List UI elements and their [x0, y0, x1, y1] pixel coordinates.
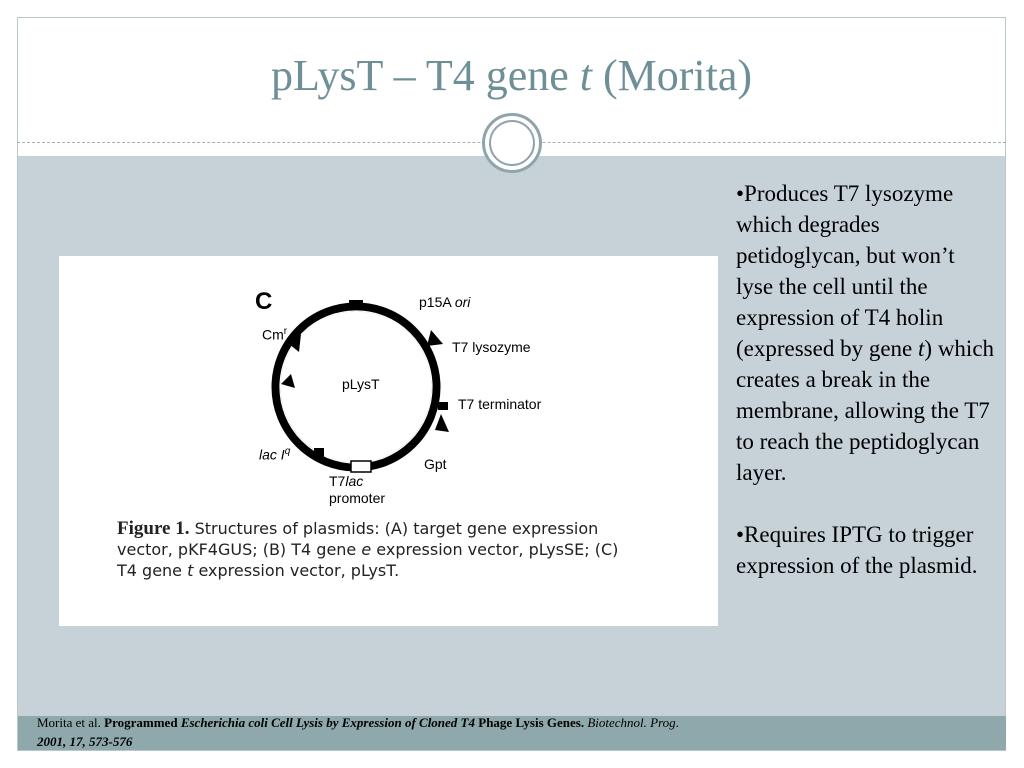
label-cmr: Cmr [262, 326, 288, 343]
plasmid-map [271, 300, 449, 473]
bullet-list: •Produces T7 lysozyme which degrades pet… [736, 178, 996, 612]
label-t7-terminator: T7 terminator [458, 396, 542, 412]
label-p15a-ori: p15A ori [419, 294, 471, 310]
footer-band [18, 716, 1006, 750]
cmr-arrow [289, 334, 301, 352]
label-lac: lac Iq [259, 446, 291, 463]
p15a-ori-marker [349, 300, 363, 310]
lac-marker [314, 448, 324, 458]
decorative-ring-icon [482, 113, 542, 173]
figure-caption: Figure 1. Structures of plasmids: (A) ta… [117, 518, 619, 580]
gpt-arrow [435, 414, 449, 432]
label-gpt: Gpt [424, 456, 447, 472]
t7lac-promoter-marker [350, 460, 372, 473]
t7-terminator-marker [438, 402, 448, 410]
plasmid-figure: C p15A ori Cmr T7 lysozyme pLysT T7 term… [59, 256, 718, 626]
citation: Morita et al. Programmed Escherichia col… [37, 715, 679, 749]
bullet-item: •Produces T7 lysozyme which degrades pet… [736, 181, 995, 485]
bullet-item: •Requires IPTG to trigger expression of … [736, 522, 978, 578]
slide-title: pLysT – T4 gene t (Morita) [270, 51, 753, 100]
label-t7lac: T7lac [329, 473, 364, 489]
label-plyst: pLysT [342, 376, 380, 392]
label-promoter: promoter [329, 490, 386, 506]
t7-lysozyme-arrow [427, 330, 443, 346]
lac-arrow [281, 374, 295, 388]
figure-panel-letter: C [255, 288, 273, 315]
label-t7-lysozyme: T7 lysozyme [452, 339, 531, 355]
